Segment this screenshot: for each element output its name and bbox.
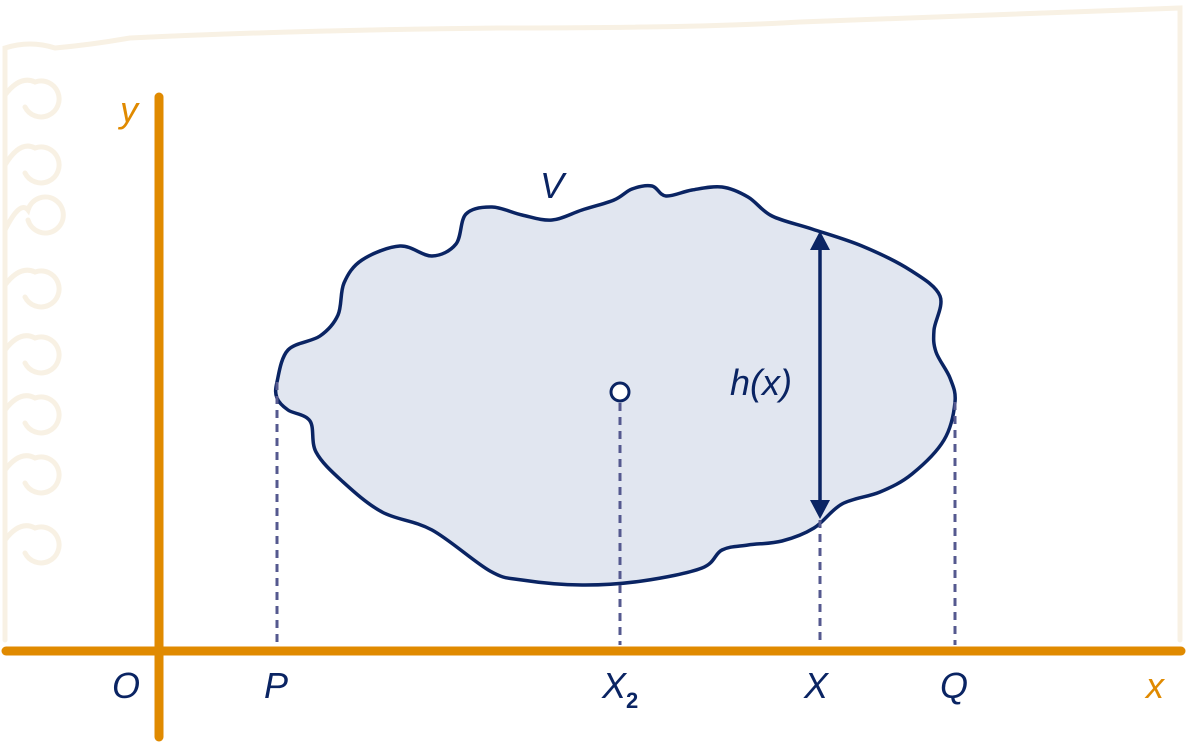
x-label: X — [803, 665, 830, 706]
centroid-marker — [609, 381, 631, 403]
region-label: V — [540, 165, 567, 206]
x-axis-label: x — [1144, 665, 1166, 706]
axes — [1, 92, 1186, 742]
height-arrow — [810, 231, 830, 519]
arrowhead-up-icon — [810, 231, 830, 250]
height-label: h(x) — [730, 362, 792, 403]
notebook-border — [2, 5, 1183, 643]
projection-lines — [275, 382, 957, 645]
arrowhead-down-icon — [810, 500, 830, 519]
p-label: P — [264, 665, 288, 706]
origin-label: O — [112, 665, 140, 706]
q-label: Q — [940, 665, 968, 706]
y-axis-label: y — [117, 89, 140, 130]
x2-label: X2 — [601, 665, 638, 713]
